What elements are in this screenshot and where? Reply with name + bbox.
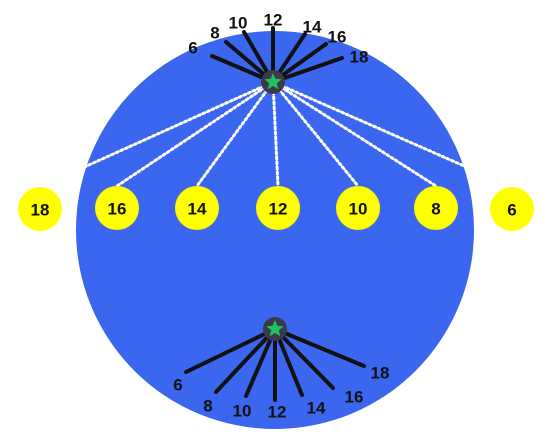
bottom-spoke-10 — [244, 327, 277, 398]
bottom-spoke-label: 6 — [173, 376, 182, 395]
bottom-spoke-label: 14 — [307, 399, 326, 418]
yellow-disc: 18 — [18, 187, 62, 231]
yellow-disc-circle — [256, 186, 300, 230]
yellow-disc: 10 — [336, 186, 380, 230]
top-spoke-label: 8 — [210, 24, 219, 43]
bottom-spoke-6 — [184, 327, 277, 374]
yellow-disc-label: 6 — [507, 201, 516, 220]
top-spoke-label: 6 — [188, 39, 197, 58]
yellow-disc-label: 14 — [188, 200, 207, 219]
green-star-icon — [266, 320, 284, 337]
bottom-spoke-8 — [214, 327, 277, 394]
yellow-disc-row: 18 16 14 12 10 8 6 — [18, 186, 534, 231]
green-star-icon — [264, 73, 282, 90]
yellow-disc: 8 — [414, 186, 458, 230]
yellow-disc-circle — [18, 187, 62, 231]
bottom-spoke-label: 10 — [233, 402, 252, 421]
bottom-spoke-group — [184, 327, 366, 402]
yellow-disc-circle — [336, 186, 380, 230]
top-spoke-18 — [271, 56, 344, 84]
yellow-disc: 14 — [175, 186, 219, 230]
yellow-disc-label: 12 — [269, 200, 288, 219]
bottom-spoke-16 — [273, 327, 335, 390]
bottom-spoke-label: 8 — [203, 397, 212, 416]
top-spoke-label: 16 — [328, 28, 347, 47]
yellow-disc-label: 18 — [31, 201, 50, 220]
yellow-disc-circle — [175, 186, 219, 230]
yellow-disc: 6 — [490, 187, 534, 231]
top-spoke-label: 12 — [264, 11, 283, 30]
bottom-hub — [263, 317, 287, 341]
bottom-spoke-label: 18 — [371, 364, 390, 383]
dotted-line-8 — [271, 80, 438, 188]
dotted-line-10 — [271, 80, 360, 188]
dotted-line-16 — [115, 80, 275, 188]
bottom-label-group: 6 8 10 12 14 16 18 — [173, 364, 389, 422]
dotted-line-18 — [38, 80, 275, 189]
yellow-disc-circle — [95, 186, 139, 230]
dotted-line-14 — [195, 80, 275, 188]
bottom-spoke-18 — [273, 327, 366, 368]
dotted-line-6 — [271, 80, 514, 189]
top-hub — [261, 70, 285, 94]
yellow-disc-circle — [414, 186, 458, 230]
yellow-disc-label: 10 — [349, 200, 368, 219]
yellow-disc-label: 16 — [108, 200, 127, 219]
dotted-line-12 — [271, 80, 280, 188]
dotted-line-group — [38, 80, 514, 189]
yellow-disc-label: 8 — [431, 200, 440, 219]
yellow-disc: 16 — [95, 186, 139, 230]
yellow-disc-circle — [490, 187, 534, 231]
top-label-group: 6 8 10 12 14 16 18 — [188, 11, 368, 67]
top-spoke-label: 14 — [303, 18, 322, 37]
bottom-spoke-label: 12 — [268, 403, 287, 422]
top-spoke-label: 18 — [350, 48, 369, 67]
yellow-disc: 12 — [256, 186, 300, 230]
blue-circle — [76, 31, 474, 429]
bottom-spoke-label: 16 — [345, 388, 364, 407]
top-spoke-label: 10 — [229, 14, 248, 33]
